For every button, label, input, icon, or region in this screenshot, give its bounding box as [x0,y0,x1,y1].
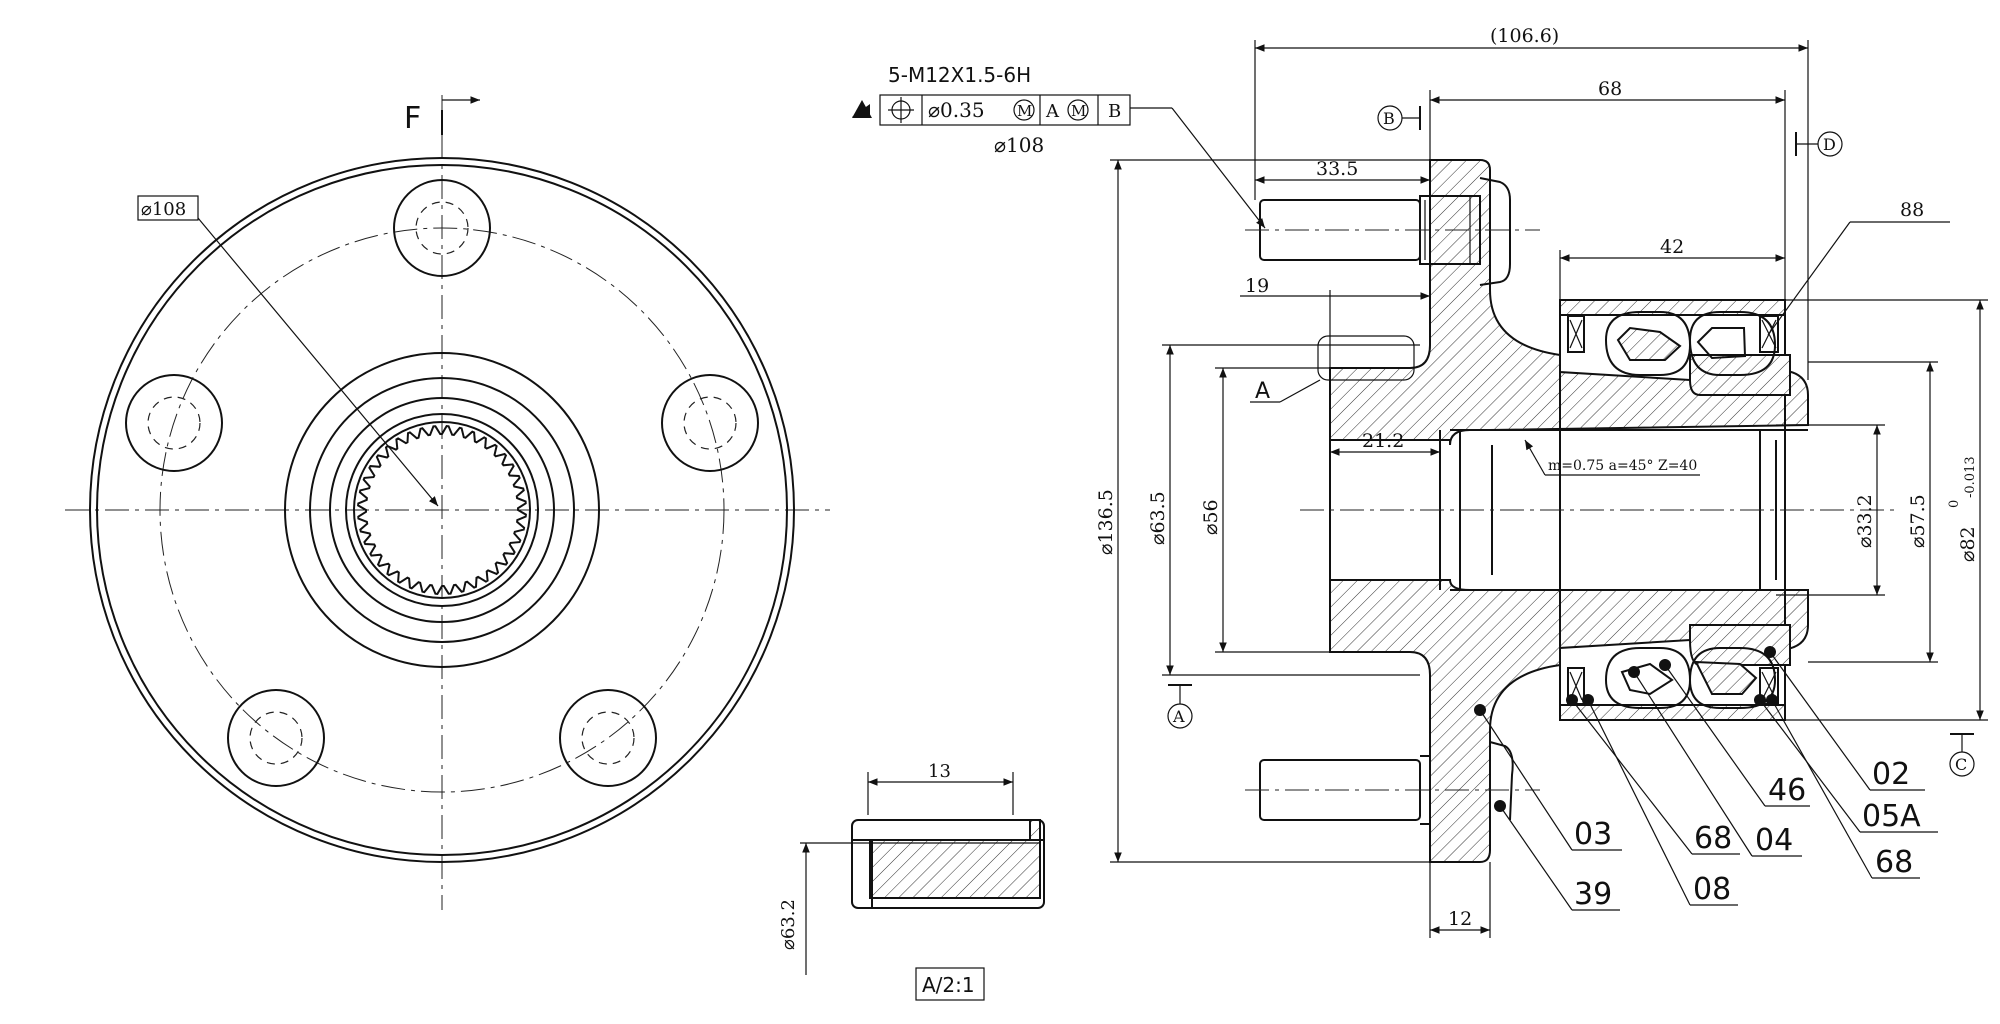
part-46: 46 [1768,773,1806,808]
dim-13: 13 [928,761,951,782]
part-08: 08 [1693,872,1731,907]
bolt-hole [125,374,223,472]
part-68-left: 68 [1694,821,1732,856]
datum-a: A [1172,707,1185,726]
detail-a: 13 ⌀63.2 A/2:1 [778,761,1045,1001]
part-68-right: 68 [1875,845,1913,880]
detail-scale: A/2:1 [922,973,975,997]
dim-19: 19 [1245,275,1269,297]
tolerance-callout: 5-M12X1.5-6H ⌀0.35 M A M B ⌀108 [852,63,1266,229]
dim-82-tol-upper: 0 [1947,500,1962,508]
dim-136-5: ⌀136.5 [1095,489,1117,555]
section-mark-f: F [404,101,421,136]
tolerance-modifier: M [1017,102,1032,120]
bolt-hole [559,689,657,787]
dim-33-2: ⌀33.2 [1854,494,1876,548]
dim-57-5: ⌀57.5 [1907,494,1929,548]
thread-spec: 5-M12X1.5-6H [888,63,1031,87]
dim-33-5: 33.5 [1316,158,1358,180]
part-labels: 88 02 46 05A 04 68 68 03 [1474,199,1950,912]
datum-b-ref: B [1108,101,1121,122]
part-39: 39 [1574,877,1612,912]
pcd-label: ⌀108 [994,133,1044,157]
datums: B D A C [1167,105,1975,777]
spline-spec: m=0.75 a=45° Z=40 [1548,458,1697,474]
dim-12: 12 [1448,908,1472,930]
part-05a: 05A [1862,799,1921,834]
front-view: F ⌀108 [65,95,830,910]
section-view: A [1245,159,1900,863]
dim-63-2: ⌀63.2 [778,899,799,950]
bolt-hole [661,374,759,472]
tolerance-value: ⌀0.35 [928,98,985,122]
dim-63-5: ⌀63.5 [1147,491,1169,545]
bolt-circle-label: ⌀108 [141,199,186,220]
bolt-hole [227,689,325,787]
datum-c: C [1955,755,1967,774]
dim-82-tol-lower: -0.013 [1963,456,1978,498]
detail-a-marker: A [1255,379,1270,404]
datum-d: D [1823,135,1836,154]
dim-42: 42 [1660,236,1684,258]
part-04: 04 [1755,823,1793,858]
part-02: 02 [1872,757,1910,792]
dim-68: 68 [1598,78,1622,100]
datum-b: B [1383,109,1395,128]
dim-56: ⌀56 [1200,499,1222,535]
datum-a-modifier: M [1071,102,1086,120]
dimensions: (106.6) 68 33.5 42 19 21.2 12 ⌀136.5 ⌀ [1095,25,1988,938]
dim-overall: (106.6) [1490,25,1559,47]
dim-82: ⌀82 [1957,526,1979,562]
bolt-hole [393,179,491,277]
part-88: 88 [1900,199,1924,221]
dim-21-2: 21.2 [1362,430,1404,452]
part-03: 03 [1574,817,1612,852]
datum-a-ref: A [1045,101,1060,122]
